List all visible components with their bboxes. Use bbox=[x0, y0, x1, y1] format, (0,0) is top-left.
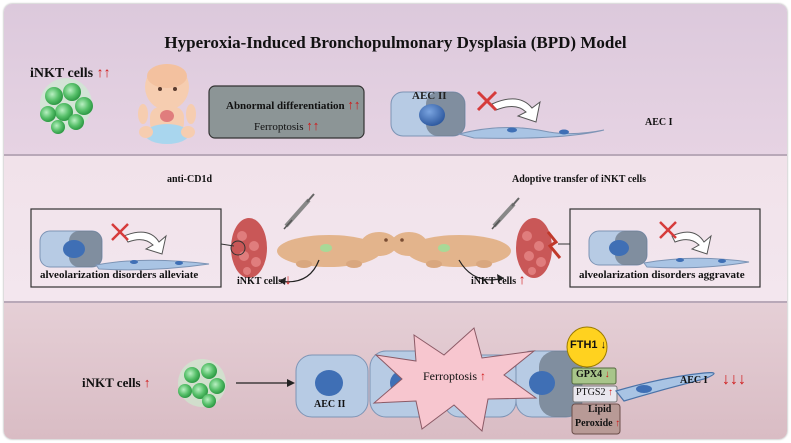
lipid-label: Lipid bbox=[588, 404, 612, 415]
left-pointer-arrowhead bbox=[279, 277, 286, 285]
ptgs2-box bbox=[572, 385, 618, 403]
left-aec-icon bbox=[39, 223, 210, 271]
panel3-graphics bbox=[178, 326, 715, 435]
panel-mechanism: iNKT cells ↑ AEC II Ferroptosis ↑ FTH1 ↓… bbox=[4, 301, 787, 439]
alleviate-box bbox=[30, 208, 222, 288]
ferroptosis-text: Ferroptosis ↑↑ bbox=[254, 118, 320, 133]
aec1-label: AEC I bbox=[645, 117, 673, 128]
aec2-label: AEC II bbox=[412, 90, 447, 102]
panel-intervention: anti-CD1d Adoptive transfer of iNKT cell… bbox=[4, 154, 787, 301]
inkt-cell-cluster-icon bbox=[40, 78, 93, 134]
inkt-to-aec-arrowhead bbox=[287, 379, 295, 387]
inkt-label-bottom: iNKT cells ↑ bbox=[82, 375, 151, 390]
abnormal-differentiation-text: Abnormal differentiation ↑↑ bbox=[226, 97, 361, 112]
abnormal-differentiation-box bbox=[208, 85, 365, 139]
right-inkt-label: iNKT cells ↑ bbox=[471, 273, 526, 288]
right-syringe-icon bbox=[491, 197, 520, 230]
ferroptosis-burst-icon bbox=[372, 327, 538, 432]
right-pointer-arrowhead bbox=[497, 274, 504, 282]
aec1-decrease-arrows: ↓↓↓ bbox=[722, 371, 746, 388]
gpx4-label: GPX4 ↓ bbox=[576, 369, 610, 380]
peroxide-label: Peroxide ↑ bbox=[575, 418, 621, 429]
infant-icon bbox=[138, 64, 196, 144]
aec1-bottom-icon bbox=[614, 372, 715, 402]
aggravate-box bbox=[569, 208, 761, 288]
fth1-icon bbox=[566, 326, 608, 368]
panel1-graphics bbox=[40, 64, 605, 144]
inkt-label: iNKT cells ↑↑ bbox=[30, 66, 111, 81]
figure-title: Hyperoxia-Induced Bronchopulmonary Dyspl… bbox=[164, 33, 627, 52]
alleviate-label: alveolarization disorders alleviate bbox=[40, 269, 199, 281]
aec2-label-bottom: AEC II bbox=[314, 399, 346, 410]
left-inkt-label: iNKT cells ↓ bbox=[237, 273, 292, 288]
figure-frame: Hyperoxia-Induced Bronchopulmonary Dyspl… bbox=[4, 4, 787, 439]
right-pup-icon bbox=[391, 232, 511, 268]
aec1-label-bottom: AEC I bbox=[680, 375, 708, 386]
left-lung-icon bbox=[220, 218, 267, 278]
lipid-peroxide-box bbox=[571, 403, 621, 435]
right-aec-icon bbox=[588, 221, 750, 269]
panel-bpd-model: Hyperoxia-Induced Bronchopulmonary Dyspl… bbox=[4, 4, 787, 154]
left-pup-icon bbox=[277, 232, 397, 268]
inkt-cell-cluster-icon-bottom bbox=[178, 359, 226, 408]
left-syringe-icon bbox=[283, 193, 315, 230]
adoptive-transfer-caption: Adoptive transfer of iNKT cells bbox=[512, 174, 647, 185]
aec2-to-aec1-icon bbox=[390, 90, 605, 139]
ptgs2-label: PTGS2 ↑ bbox=[576, 387, 613, 398]
right-lung-icon bbox=[516, 218, 570, 278]
ferroptosis-label-bottom: Ferroptosis ↑ bbox=[423, 369, 486, 383]
gpx4-box bbox=[571, 367, 617, 385]
aggravate-label: alveolarization disorders aggravate bbox=[579, 269, 745, 281]
panel2-graphics bbox=[30, 193, 761, 288]
fth1-label: FTH1 ↓ bbox=[570, 339, 607, 351]
anti-cd1d-caption: anti-CD1d bbox=[167, 174, 213, 185]
